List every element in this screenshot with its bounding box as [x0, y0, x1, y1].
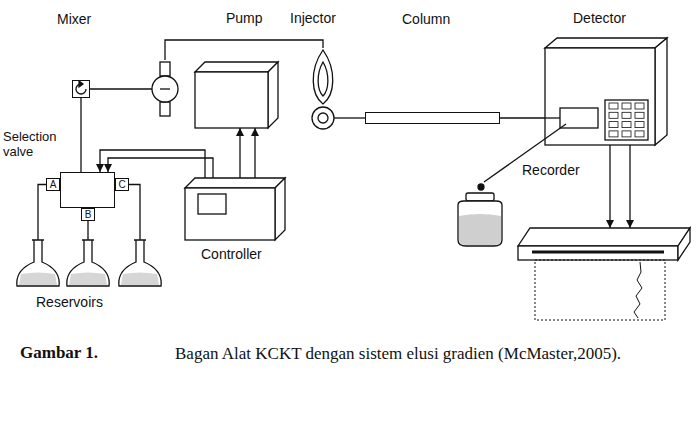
component-label: Selection valve — [3, 129, 67, 159]
reservoir-line — [129, 185, 140, 243]
chart-paper — [535, 260, 665, 320]
pump-box-front — [195, 72, 268, 128]
column: Column — [365, 112, 500, 124]
keypad — [605, 100, 648, 140]
component-label: Injector — [290, 10, 336, 26]
detector-side — [655, 38, 667, 145]
controller-side — [275, 178, 285, 240]
valve-port: A — [46, 178, 60, 191]
detector: Detector — [545, 48, 655, 145]
pump-box-side — [268, 62, 278, 128]
component-label: Controller — [201, 246, 262, 262]
component-label: Detector — [573, 10, 626, 26]
component-label: Recorder — [522, 162, 580, 178]
selection-valve: Selection valve — [60, 172, 115, 208]
recorder-front — [518, 246, 678, 260]
injector-handle — [313, 50, 333, 104]
component-label: Pump — [226, 10, 263, 26]
signal-arrow — [609, 145, 610, 228]
injector-handle-inner — [318, 62, 328, 96]
mixer-arrowhead — [79, 81, 83, 87]
controller-top — [185, 178, 285, 188]
controller: Controller — [185, 178, 285, 240]
signal-arrow — [100, 150, 205, 178]
port-letter: A — [50, 179, 57, 190]
pump-tube — [160, 102, 170, 116]
recorder-top — [518, 228, 690, 246]
component-label: Column — [402, 11, 450, 27]
port-letter: B — [85, 209, 92, 220]
chart-recorder: Recorder — [515, 228, 690, 268]
reservoir-line — [87, 221, 88, 242]
flow-line — [80, 98, 81, 172]
drop — [478, 184, 484, 190]
keypad-grid — [609, 103, 644, 137]
flow-line — [165, 40, 323, 60]
injector-valve — [312, 107, 334, 129]
flow-line — [334, 117, 365, 118]
flow-line — [500, 117, 545, 118]
detector-top — [545, 38, 667, 48]
flow-line — [545, 117, 560, 118]
pump-tube — [160, 62, 170, 76]
jar-liquid — [459, 214, 501, 245]
paper-slot — [532, 251, 664, 254]
detector-front — [545, 48, 655, 145]
port-letter: C — [118, 179, 125, 190]
figure-caption: Bagan Alat KCKT dengan sistem elusi grad… — [175, 343, 687, 365]
reservoir-flasks — [17, 240, 161, 286]
pump-head-mark — [160, 88, 170, 89]
signal-arrow — [239, 128, 240, 178]
mixer: Mixer — [72, 80, 90, 98]
flow-line — [90, 88, 152, 89]
signal-arrow — [108, 158, 213, 178]
jar-cap — [466, 193, 494, 201]
reservoir-line — [38, 185, 46, 243]
signal-arrow — [254, 128, 255, 178]
injector: Injector — [312, 48, 334, 130]
valve-port: C — [115, 178, 129, 191]
controller-front — [185, 188, 275, 240]
group-label: Reservoirs — [36, 294, 103, 310]
figure-number: Gambar 1. — [20, 343, 98, 363]
controller-window — [198, 194, 226, 214]
signal-arrow — [629, 145, 630, 228]
waste-jar — [458, 201, 502, 246]
pump: Pump — [152, 60, 280, 128]
valve-port: B — [81, 208, 95, 221]
pump-box-top — [195, 62, 278, 72]
chart-trace — [634, 262, 642, 318]
recorder-side — [678, 228, 690, 260]
pump-head — [152, 76, 178, 102]
component-label: Mixer — [57, 11, 91, 27]
injector-port — [318, 113, 328, 123]
